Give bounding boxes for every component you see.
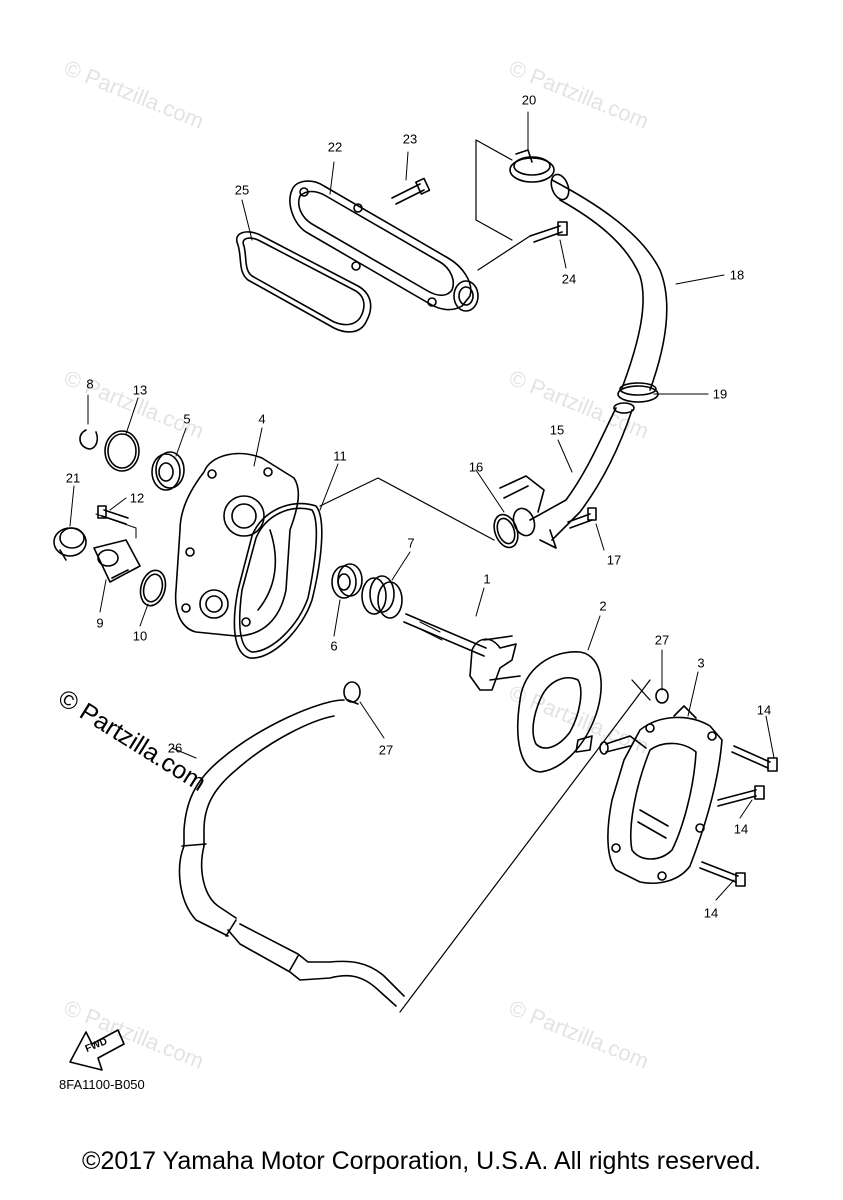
copyright-text: ©2017 Yamaha Motor Corporation, U.S.A. A… xyxy=(82,1147,761,1175)
part-11-oring xyxy=(233,502,323,659)
part-23-bolt xyxy=(391,177,431,205)
callout-17: 17 xyxy=(606,552,622,568)
diagram-code: 8FA1100-B050 xyxy=(59,1077,145,1092)
part-6-seal xyxy=(331,563,363,599)
callout-22: 22 xyxy=(327,139,343,155)
callout-9: 9 xyxy=(96,615,104,631)
callout-21: 21 xyxy=(65,470,81,486)
callout-10: 10 xyxy=(132,628,148,644)
part-1-impeller-shaft xyxy=(403,613,521,691)
part-15-pipe xyxy=(499,402,635,549)
callout-4: 4 xyxy=(258,411,266,427)
part-3-cover xyxy=(599,705,723,884)
fwd-arrow xyxy=(69,1029,125,1071)
callout-11: 11 xyxy=(333,448,347,464)
part-24-bolt xyxy=(529,221,568,243)
part-9-fitting xyxy=(93,539,141,583)
callout-24: 24 xyxy=(561,271,577,287)
callout-27b: 27 xyxy=(378,742,394,758)
callout-26: 26 xyxy=(167,740,183,756)
part-22-cover xyxy=(289,180,479,312)
callout-13: 13 xyxy=(132,382,148,398)
part-5-bearing xyxy=(151,451,185,491)
callout-2: 2 xyxy=(599,598,607,614)
callout-23: 23 xyxy=(402,131,418,147)
part-8-circlip xyxy=(79,429,99,450)
part-2-plate xyxy=(517,651,602,773)
part-26-hose xyxy=(178,699,405,1007)
callout-16: 16 xyxy=(468,459,484,475)
part-13-oring xyxy=(104,430,140,472)
part-19-clamp xyxy=(617,382,659,403)
part-10-oring xyxy=(139,569,167,607)
part-20-clamp xyxy=(509,149,555,183)
callout-3: 3 xyxy=(697,655,705,671)
callout-5: 5 xyxy=(183,411,191,427)
callout-8: 8 xyxy=(86,376,94,392)
part-27-clamp-2 xyxy=(343,681,361,705)
part-16-oring xyxy=(493,513,519,549)
callout-25: 25 xyxy=(234,182,250,198)
callout-15: 15 xyxy=(549,422,565,438)
part-18-hose xyxy=(550,173,668,391)
callout-1: 1 xyxy=(483,571,491,587)
callout-20: 20 xyxy=(521,92,537,108)
part-12-bolt xyxy=(97,505,129,525)
part-25-gasket xyxy=(235,231,372,333)
part-21-clamp xyxy=(53,527,87,561)
callout-7: 7 xyxy=(407,535,415,551)
callout-12: 12 xyxy=(129,490,145,506)
callout-14a: 14 xyxy=(756,702,772,718)
part-14-bolts xyxy=(699,745,778,887)
callout-27a: 27 xyxy=(654,632,670,648)
part-17-bolt xyxy=(567,507,597,529)
callout-19: 19 xyxy=(712,386,728,402)
callout-18: 18 xyxy=(729,267,745,283)
part-4-housing xyxy=(174,452,300,637)
callout-14b: 14 xyxy=(733,821,749,837)
callout-14c: 14 xyxy=(703,905,719,921)
callout-6: 6 xyxy=(330,638,338,654)
part-7-seal xyxy=(361,575,403,619)
part-27-clamp xyxy=(655,688,669,704)
